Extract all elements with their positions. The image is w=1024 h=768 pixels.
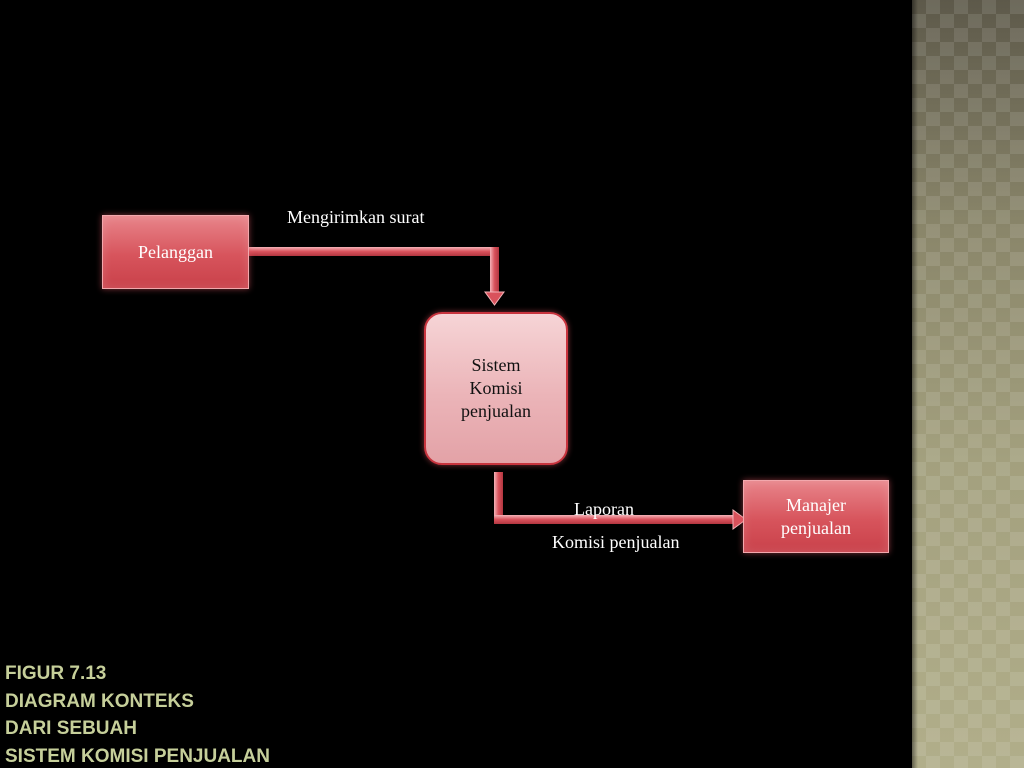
entity-manajer-label: Manajer penjualan <box>781 494 851 538</box>
entity-manajer-penjualan: Manajer penjualan <box>743 480 889 553</box>
entity-pelanggan-label: Pelanggan <box>138 241 213 262</box>
caption-line-subtitle: DARI SEBUAH <box>5 718 137 739</box>
entity-pelanggan: Pelanggan <box>102 215 249 289</box>
flow-label-komisi-penjualan: Komisi penjualan <box>552 532 680 552</box>
process-sistem-komisi: Sistem Komisi penjualan <box>424 312 568 465</box>
caption-line-title: DIAGRAM KONTEKS <box>5 690 194 712</box>
process-sistem-komisi-label: Sistem Komisi penjualan <box>461 355 531 421</box>
flow-label-laporan: Laporan <box>574 499 634 519</box>
caption-line-system: SISTEM KOMISI PENJUALAN <box>5 745 270 767</box>
slide-caption: FIGUR 7.13 DIAGRAM KONTEKS DARI SEBUAH S… <box>5 660 270 768</box>
flow-label-surat: Mengirimkan surat <box>287 207 425 227</box>
flow-arrow-laporan <box>494 472 747 530</box>
caption-line-figure: FIGUR 7.13 <box>5 663 107 684</box>
decorative-side-band <box>912 0 1024 768</box>
flow-arrow-surat <box>248 247 505 306</box>
flow-arrows <box>248 247 747 530</box>
